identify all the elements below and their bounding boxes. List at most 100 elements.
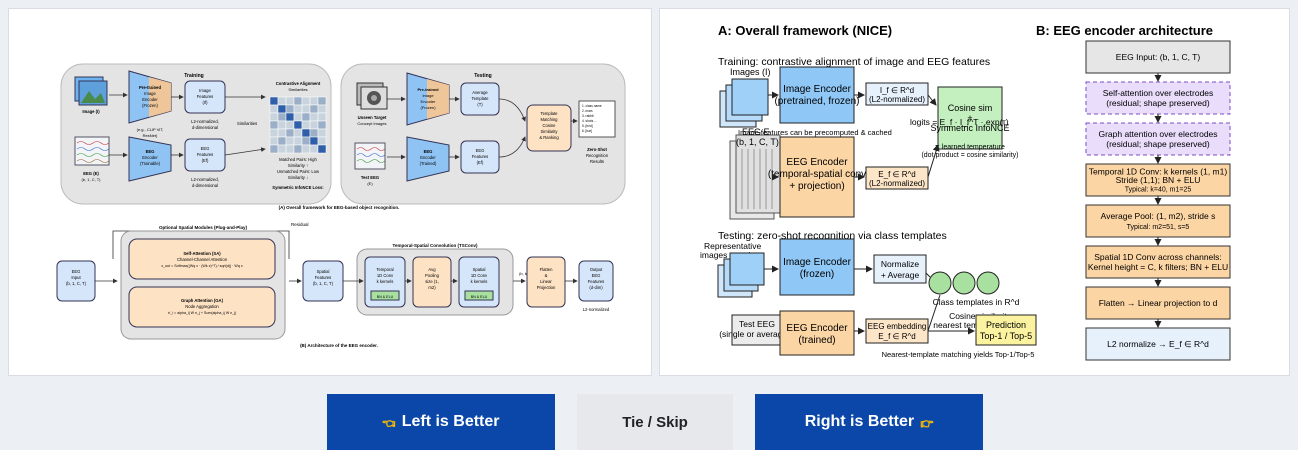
l2-normalized-label: L2-normalized — [583, 307, 610, 312]
svg-text:Image Encoder: Image Encoder — [783, 257, 851, 268]
title-b: B: EEG encoder architecture — [1036, 23, 1213, 38]
encoder-examples: (e.g., CLIP ViT, — [137, 127, 164, 132]
svg-text:Similarity ↓: Similarity ↓ — [288, 175, 308, 180]
similarity-cell — [269, 144, 279, 154]
arch-block — [1085, 204, 1231, 238]
eeg-signal-icon — [74, 136, 110, 166]
arch-block-text: (residual; shape preserved) — [1106, 98, 1210, 108]
svg-text:Encoder: Encoder — [142, 97, 158, 102]
bn-elu-badge-2 — [464, 290, 494, 301]
svg-text:d-dimensional: d-dimensional — [192, 125, 218, 130]
similarity-cell — [285, 144, 295, 154]
tie-skip-button[interactable]: Tie / Skip — [577, 394, 733, 450]
similarity-cell — [301, 112, 311, 122]
arch-block-text: Self-attention over electrodes — [1103, 88, 1214, 98]
arch-block-text: Spatial 1D Conv across channels: — [1094, 252, 1222, 262]
svg-text:Cosine sim: Cosine sim — [948, 103, 993, 113]
svg-text:Avg: Avg — [428, 267, 436, 272]
arch-block-text: Stride (1,1); BN + ELU — [1116, 175, 1201, 185]
right-figure: A: Overall framework (NICE) B: EEG encod… — [700, 23, 1231, 361]
svg-text:Similarities: Similarities — [288, 87, 307, 92]
svg-text:1. class name: 1. class name — [582, 104, 602, 108]
similarity-cell — [293, 112, 303, 122]
arch-block-text: EEG Input: (b, 1, C, T) — [1116, 52, 1201, 62]
svg-text:(temporal-spatial conv: (temporal-spatial conv — [768, 169, 866, 180]
svg-text:Results: Results — [590, 159, 604, 164]
svg-text:Output: Output — [590, 267, 603, 272]
testing-heading: Testing: zero-shot recognition via class… — [718, 230, 947, 242]
svg-text:Linear: Linear — [540, 279, 552, 284]
similarity-cell — [285, 96, 295, 106]
ef-box — [865, 166, 929, 190]
svg-text:x_out = Softmax((Wq x · (Wk x): x_out = Softmax((Wq x · (Wk x)^T) / sqrt… — [161, 264, 242, 268]
caption-a: (A) Overall framework for EEG-based obje… — [279, 205, 400, 210]
image-label: Image (I) — [82, 109, 100, 114]
test-eeg-encoder-box — [779, 310, 855, 356]
svg-text:EEG: EEG — [72, 269, 81, 274]
svg-text:Recognition: Recognition — [586, 153, 609, 158]
svg-text:Template: Template — [472, 96, 490, 101]
right-is-better-button[interactable]: Right is Better 👉︎ — [755, 394, 983, 450]
svg-text:1D Conv: 1D Conv — [471, 273, 488, 278]
svg-text:E_f ∈ R^d: E_f ∈ R^d — [878, 170, 915, 179]
svg-text:Input: Input — [71, 275, 81, 280]
similarities-label: Similarities — [237, 121, 257, 126]
test-eeg-encoder-shape — [406, 136, 450, 182]
svg-text:Normalize: Normalize — [881, 259, 920, 269]
similarity-cell-matched — [317, 144, 327, 154]
arch-block — [1085, 245, 1231, 279]
svg-text:EEG: EEG — [146, 149, 155, 154]
left-is-better-button[interactable]: 👈︎ Left is Better — [327, 394, 555, 450]
svg-text:(Ef): (Ef) — [202, 158, 209, 163]
similarity-cell — [309, 96, 319, 106]
similarity-cell — [285, 128, 295, 138]
svg-text:Encoder: Encoder — [421, 99, 437, 104]
similarity-cell-matched — [269, 96, 279, 106]
unseen-target-label: Unseen Target — [358, 115, 387, 120]
arch-block-text: Typical: m2=51, s=5 — [1127, 224, 1190, 231]
matched-note: Matched Pairs: High Similarity ↑ Unmatch… — [277, 157, 320, 180]
arch-block-text: Graph attention over electrodes — [1098, 129, 1217, 139]
svg-text:3. rabbit: 3. rabbit — [582, 114, 594, 118]
svg-text:Projection: Projection — [537, 285, 556, 290]
right-is-better-label: Right is Better — [804, 413, 915, 430]
cosine-sim-box — [937, 86, 1003, 150]
svg-text:(single or averaged): (single or averaged) — [719, 329, 795, 339]
left-is-better-label: Left is Better — [401, 413, 500, 430]
similarity-cell — [317, 128, 327, 138]
svg-text:2. mars: 2. mars — [582, 109, 593, 113]
similarity-cell — [309, 120, 319, 130]
arch-block-text: Typical: k=40, m1=25 — [1125, 187, 1192, 194]
svg-text:Image Encoder: Image Encoder — [783, 84, 851, 95]
svg-text:m2): m2) — [428, 285, 436, 290]
similarity-cell — [301, 104, 311, 114]
similarity-cell — [317, 96, 327, 106]
svg-text:Average: Average — [472, 90, 488, 95]
pretrained-encoder-text: Pre-trained Image Encoder (Frozen) — [139, 85, 162, 108]
svg-text:EEG Encoder: EEG Encoder — [786, 157, 848, 168]
nearest-template-note: Nearest-template matching yields Top-1/T… — [882, 350, 1035, 359]
similarity-cell — [301, 96, 311, 106]
test-eeg-label: Test EEG — [361, 175, 379, 180]
svg-text:(dot product = cosine similari: (dot product = cosine similarity) — [921, 152, 1018, 159]
tie-skip-label: Tie / Skip — [622, 413, 688, 431]
svg-text:BN & ELU: BN & ELU — [377, 295, 394, 299]
svg-text:(If): (If) — [202, 100, 208, 105]
similarity-cell — [317, 112, 327, 122]
pointing-right-hand-icon: 👉︎ — [920, 411, 934, 432]
bn-elu-badge-1 — [370, 290, 400, 301]
svg-text:Matching: Matching — [541, 117, 559, 122]
svg-text:L2-normalized,: L2-normalized, — [191, 177, 219, 182]
caption-b: (B) Architecture of the EEG encoder. — [300, 343, 378, 348]
similarity-cell-matched — [277, 104, 287, 114]
arch-block-text: Average Pool: (1, m2), stride s — [1101, 211, 1216, 221]
svg-text:6. [bar]: 6. [bar] — [582, 129, 592, 133]
similarity-cell — [317, 104, 327, 114]
similarity-cell-matched — [309, 136, 319, 146]
svg-text:(E): (E) — [367, 181, 373, 186]
svg-text:Template: Template — [541, 111, 559, 116]
svg-text:+ Average: + Average — [881, 270, 920, 280]
precomputed-note: Image features can be precomputed & cach… — [738, 128, 892, 137]
similarity-cell — [309, 144, 319, 154]
prediction-box — [975, 314, 1037, 346]
